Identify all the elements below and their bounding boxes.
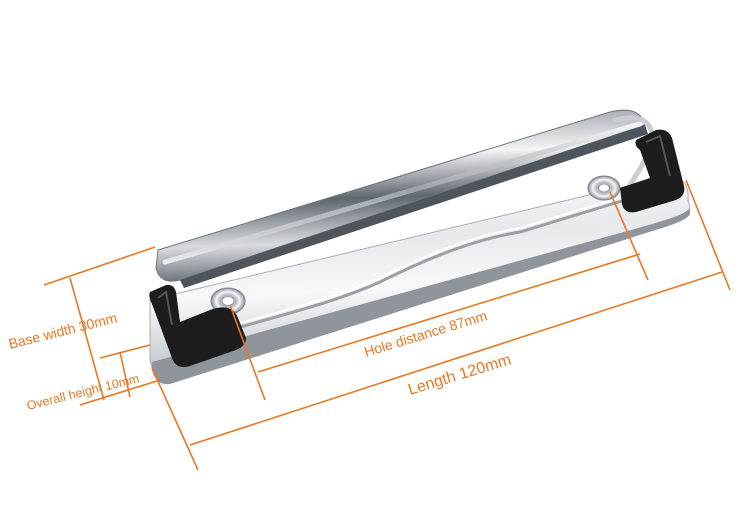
overall-height-ext-top bbox=[99, 344, 151, 359]
hole-distance-dim-line bbox=[257, 253, 641, 373]
hole-distance-ext-left bbox=[229, 304, 266, 401]
length-label: Length 120mm bbox=[406, 351, 513, 398]
length-ext-left bbox=[151, 367, 199, 471]
left-rubber-cap-highlight bbox=[157, 290, 173, 326]
wire-rod bbox=[162, 121, 643, 265]
length-dim-line bbox=[189, 271, 723, 446]
base-width-ext-top bbox=[43, 246, 156, 286]
base-width-dim-line bbox=[69, 277, 105, 401]
right-mount-hole-center bbox=[598, 183, 610, 193]
plate-spring-highlight bbox=[229, 195, 626, 327]
base-width-label: Base width 30mm bbox=[7, 309, 119, 351]
left-rubber-corner-cap bbox=[149, 284, 246, 367]
base-width-ext-bottom bbox=[79, 379, 161, 406]
plate-spring-wave bbox=[229, 198, 626, 332]
right-rubber-corner-cap bbox=[620, 129, 685, 213]
overall-height-dim-line bbox=[119, 351, 131, 398]
left-mount-hole-center bbox=[221, 296, 235, 306]
dimension-lines bbox=[43, 179, 731, 471]
clamp-bar-lip bbox=[180, 125, 648, 288]
plate-edge bbox=[152, 208, 690, 385]
length-ext-right bbox=[685, 179, 731, 291]
right-rubber-cap-highlight bbox=[645, 134, 671, 177]
hole-distance-ext-right bbox=[609, 191, 649, 281]
